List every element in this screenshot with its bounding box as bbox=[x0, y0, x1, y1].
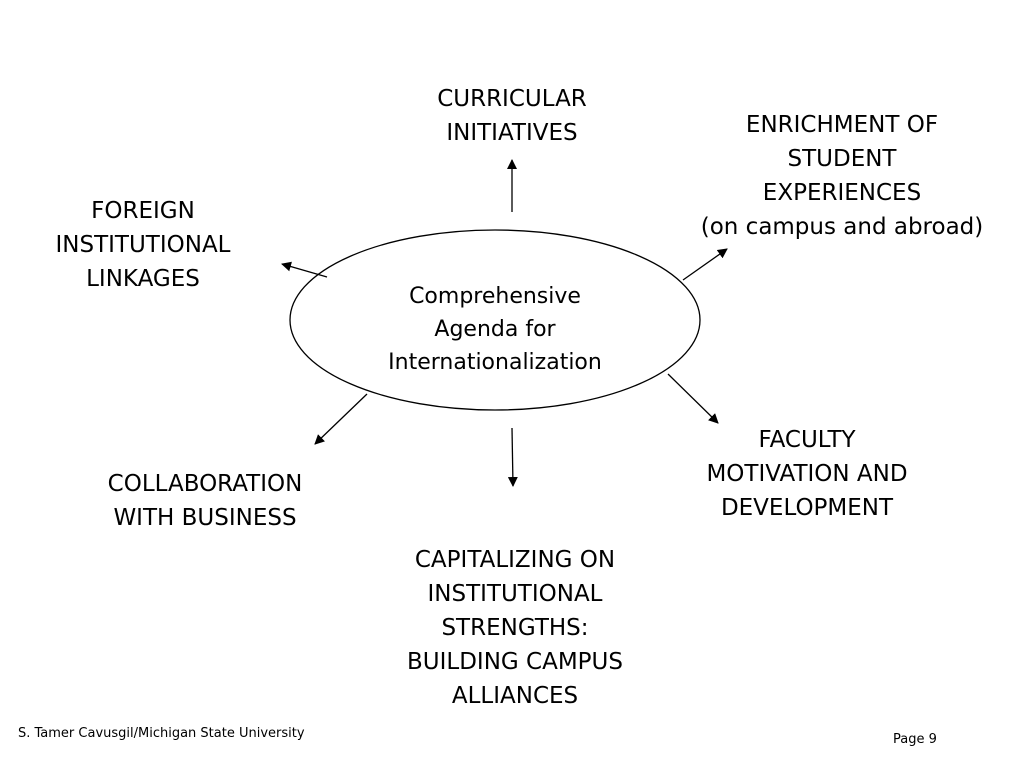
node-foreign-institutional-linkages: FOREIGN INSTITUTIONAL LINKAGES bbox=[8, 194, 278, 296]
node-line: MOTIVATION AND bbox=[706, 461, 908, 487]
node-line: BUILDING CAMPUS bbox=[407, 649, 623, 675]
arrow-to-enrichment bbox=[682, 248, 728, 281]
node-capitalizing-institutional-strengths: CAPITALIZING ON INSTITUTIONAL STRENGTHS:… bbox=[360, 543, 670, 713]
node-line: FACULTY bbox=[758, 427, 856, 453]
arrow-to-foreign bbox=[281, 261, 328, 278]
node-line: INSTITUTIONAL bbox=[427, 581, 603, 607]
center-ellipse bbox=[289, 229, 701, 411]
node-line: CURRICULAR bbox=[437, 86, 587, 112]
node-line: COLLABORATION bbox=[107, 471, 303, 497]
node-line: ENRICHMENT OF bbox=[745, 112, 939, 138]
node-line: WITH BUSINESS bbox=[113, 505, 297, 531]
node-line: CAPITALIZING ON bbox=[414, 547, 616, 573]
arrow-to-collaboration bbox=[314, 393, 368, 445]
node-line: ALLIANCES bbox=[451, 683, 579, 709]
node-line: (on campus and abroad) bbox=[700, 214, 984, 240]
node-line: EXPERIENCES bbox=[762, 180, 922, 206]
footer-page-number: Page 9 bbox=[893, 732, 937, 747]
arrow-to-capitalizing bbox=[507, 427, 518, 487]
node-line: INITIATIVES bbox=[446, 120, 578, 146]
node-line: DEVELOPMENT bbox=[720, 495, 894, 521]
footer-author: S. Tamer Cavusgil/Michigan State Univers… bbox=[18, 726, 305, 741]
node-line: STRENGTHS: bbox=[441, 615, 589, 641]
node-curricular-initiatives: CURRICULAR INITIATIVES bbox=[392, 82, 632, 150]
center-line: Comprehensive bbox=[409, 284, 581, 309]
node-enrichment-student-experiences: ENRICHMENT OF STUDENT EXPERIENCES (on ca… bbox=[672, 108, 1012, 244]
arrow-to-faculty bbox=[667, 373, 719, 424]
center-label: Comprehensive Agenda for Internationaliz… bbox=[355, 280, 635, 379]
node-line: STUDENT bbox=[787, 146, 897, 172]
node-line: FOREIGN bbox=[91, 198, 195, 224]
center-line: Agenda for bbox=[434, 317, 556, 342]
node-line: INSTITUTIONAL bbox=[55, 232, 231, 258]
node-faculty-motivation-development: FACULTY MOTIVATION AND DEVELOPMENT bbox=[652, 423, 962, 525]
node-line: LINKAGES bbox=[86, 266, 200, 292]
node-collaboration-with-business: COLLABORATION WITH BUSINESS bbox=[60, 467, 350, 535]
center-line: Internationalization bbox=[388, 350, 602, 375]
